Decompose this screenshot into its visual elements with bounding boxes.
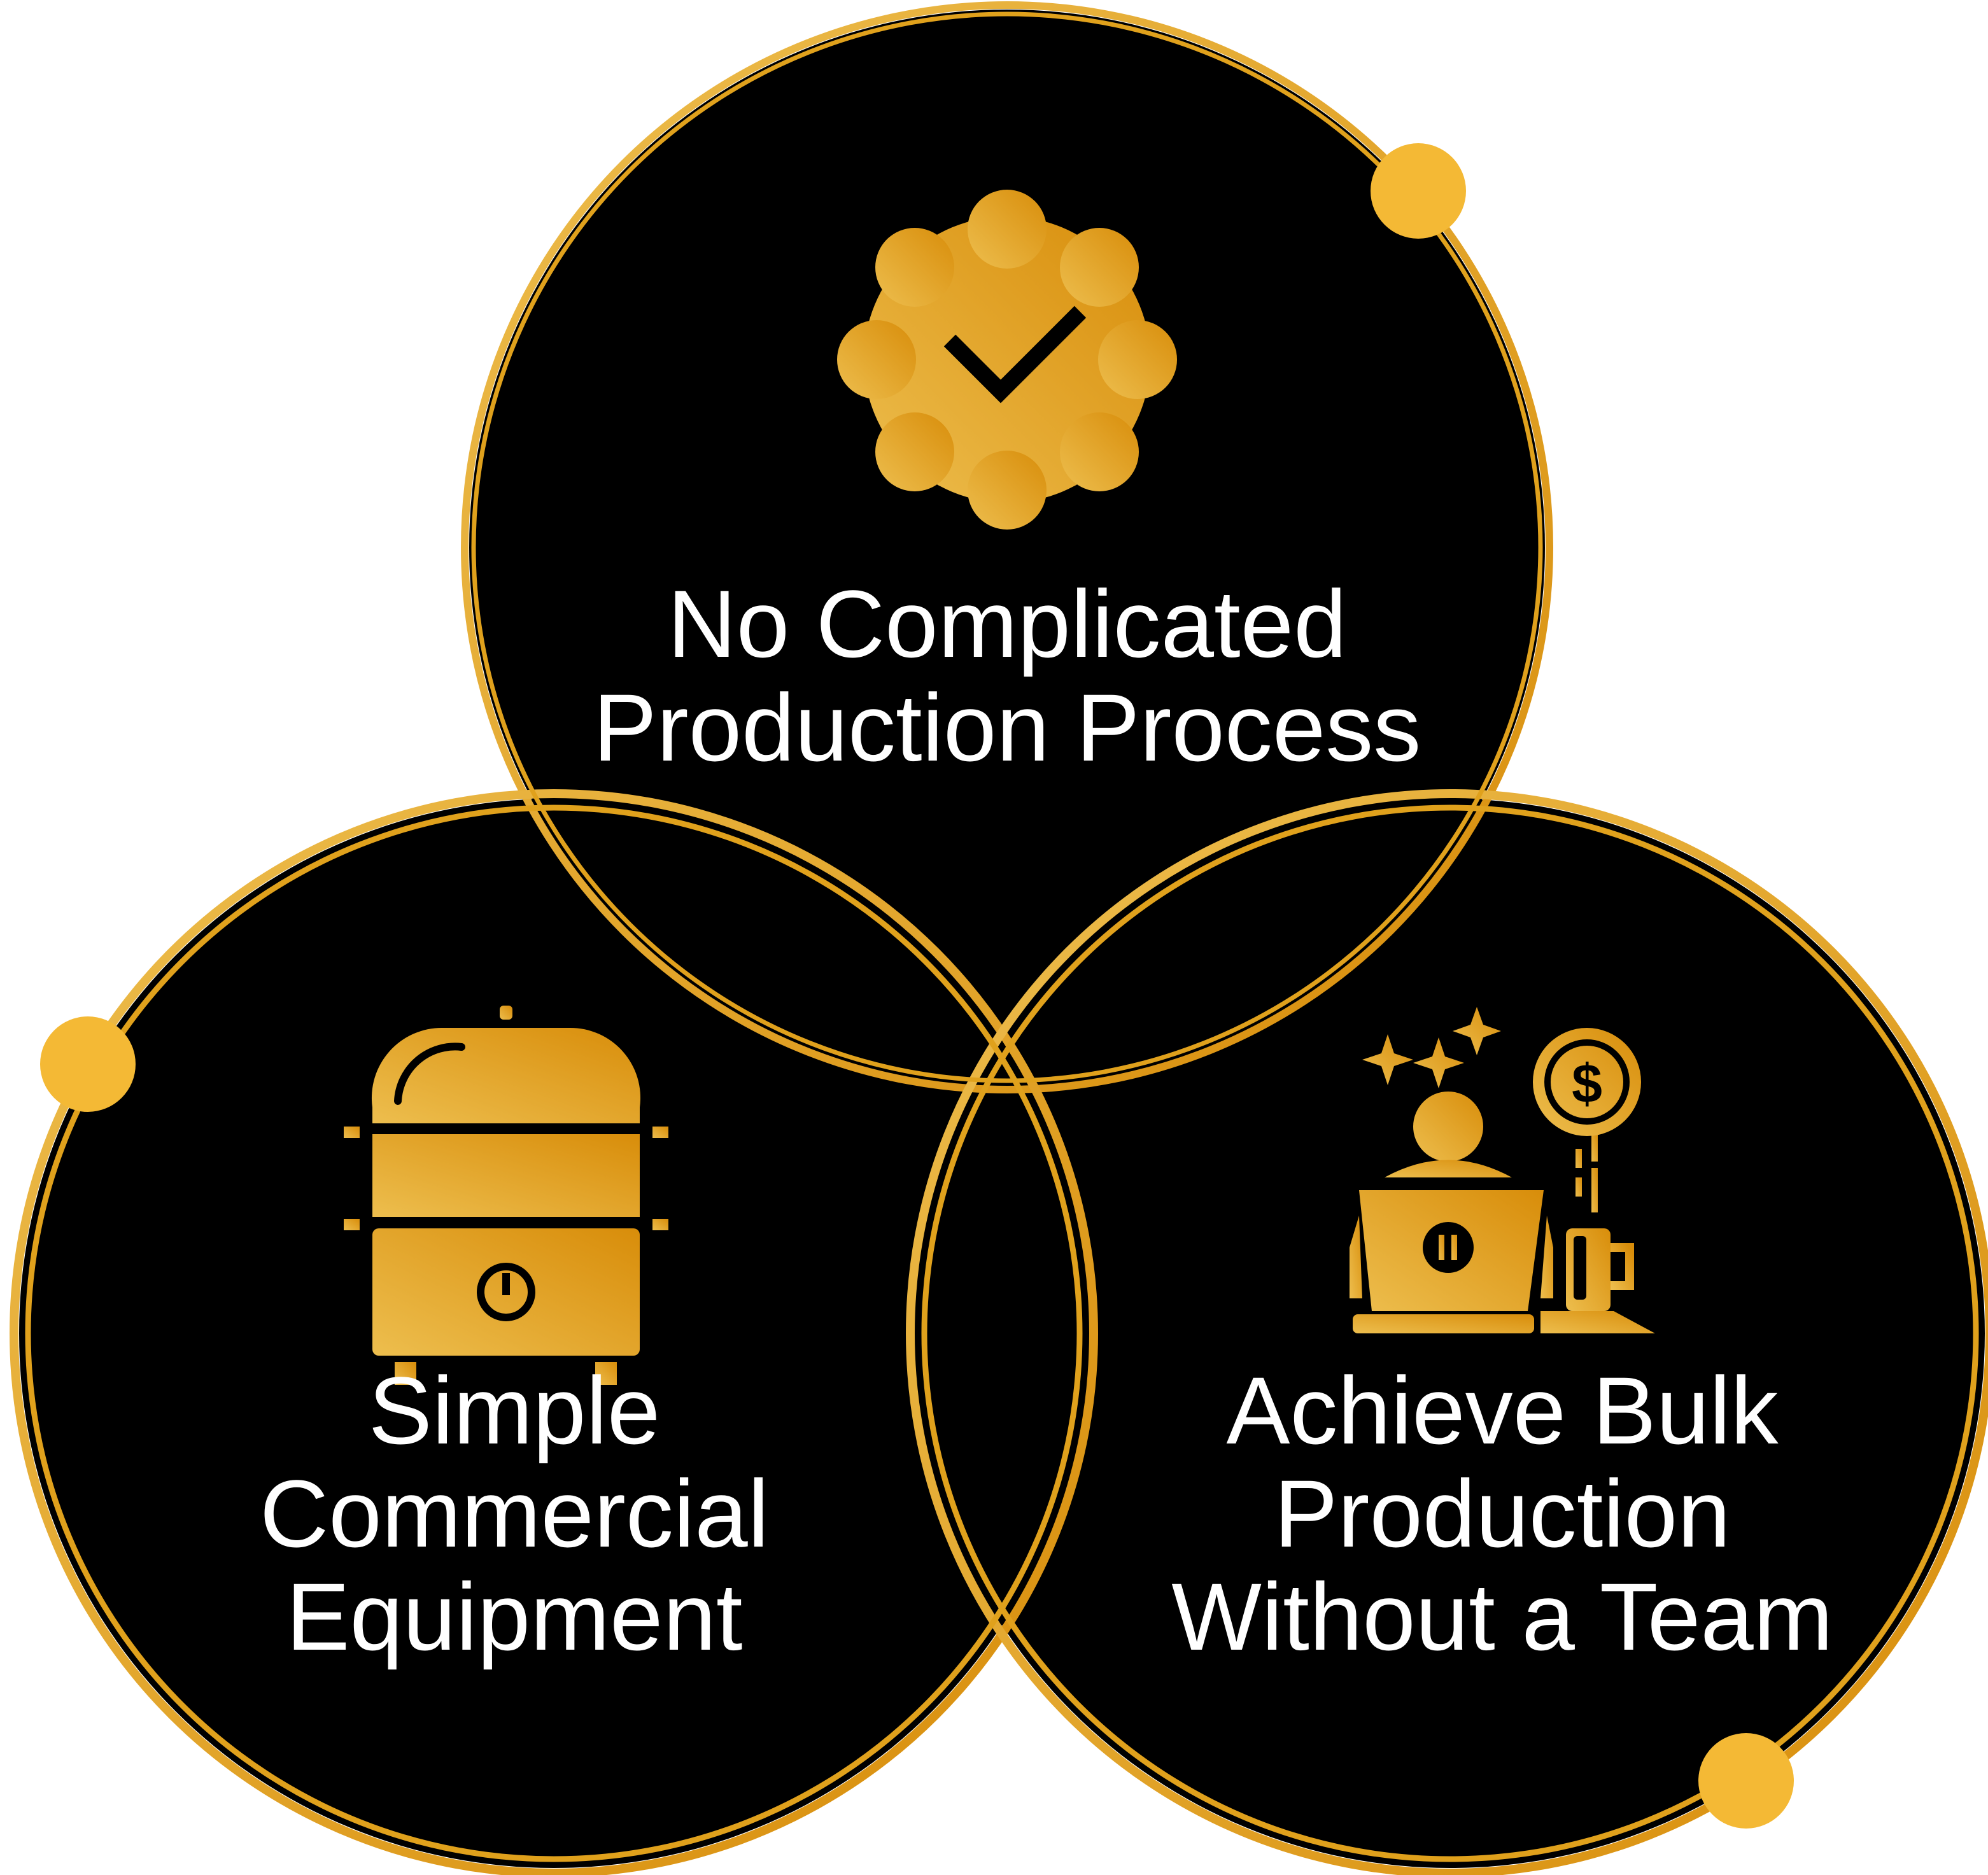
circle-top-fill: [469, 10, 1545, 1085]
coin-dollar-symbol: $: [1572, 1053, 1602, 1114]
accent-dot-bottom-right: [1698, 1733, 1794, 1829]
label-right-line-2: Production: [1274, 1460, 1730, 1567]
ring-inner-right: [921, 804, 1979, 1862]
label-right: Achieve Bulk Production Without a Team: [1171, 1357, 1833, 1670]
accent-dot-left: [40, 1016, 136, 1112]
label-top-line-1: No Complicated: [667, 570, 1346, 677]
accent-dot-top-right: [1371, 143, 1466, 239]
ring-outer-left: [10, 789, 1098, 1875]
label-right-line-3: Without a Team: [1171, 1563, 1833, 1670]
ring-inner-top: [471, 11, 1543, 1083]
checkmark-badge-icon: [837, 190, 1177, 530]
commercial-steamer-icon: [344, 1006, 668, 1385]
label-top: No Complicated Production Process: [593, 570, 1421, 781]
label-left-line-2: Commercial: [260, 1460, 769, 1567]
ring-outer-top: [461, 1, 1553, 1093]
label-left: Simple Commercial Equipment: [260, 1357, 769, 1670]
label-top-line-2: Production Process: [593, 674, 1421, 781]
label-right-line-1: Achieve Bulk: [1226, 1357, 1779, 1464]
label-left-line-3: Equipment: [286, 1563, 742, 1670]
label-left-line-1: Simple: [369, 1357, 661, 1464]
person-laptop-coin-icon: $: [1350, 1007, 1655, 1333]
ring-outer-right: [906, 789, 1988, 1875]
ring-inner-left: [25, 804, 1083, 1862]
